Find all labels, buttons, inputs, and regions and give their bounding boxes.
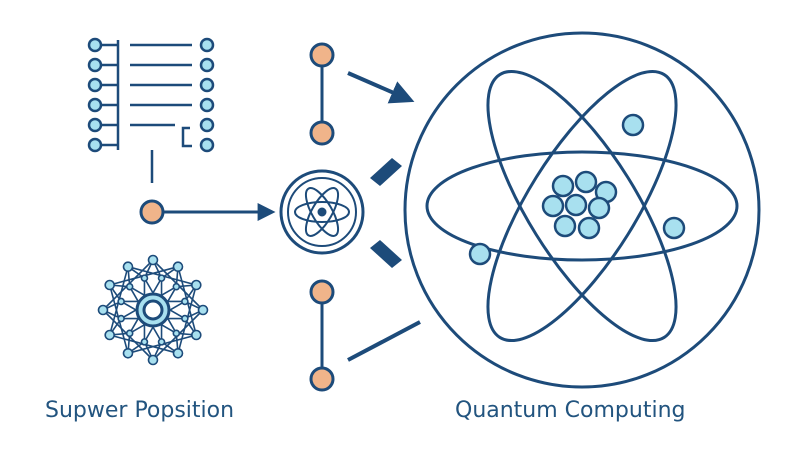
mandala-node [122, 261, 134, 272]
mandala-node [191, 279, 202, 291]
mandala-node [97, 304, 109, 316]
mandala-node [181, 297, 189, 306]
mandala-node [147, 354, 159, 366]
label-superposition: Supwer Popsition [45, 398, 235, 423]
mandala-node [140, 274, 149, 282]
label-quantum-computing: Quantum Computing [455, 398, 686, 423]
mandala-node [172, 261, 184, 272]
qubit-node-left [139, 199, 276, 225]
mandala-core-inner [142, 299, 164, 321]
mandala-node [104, 279, 115, 291]
mandala-node [117, 297, 125, 306]
mandala-node [172, 282, 181, 291]
mandala-node [117, 314, 125, 323]
arrow-icon [347, 71, 421, 362]
mandala-node [125, 282, 134, 291]
small-atom-icon [279, 169, 365, 255]
mandala-node [125, 329, 134, 338]
mandala-node [197, 304, 209, 316]
large-atom-icon [403, 31, 761, 389]
mandala-node [172, 329, 181, 338]
circuit-list-icon [87, 37, 215, 183]
mandala-node [157, 274, 166, 282]
qubit-node-bottom [309, 279, 335, 392]
mandala-node [181, 314, 189, 323]
qubit-node-top [309, 42, 335, 146]
mandala-node [122, 348, 134, 359]
mandala-node [140, 338, 149, 346]
mandala-node [147, 254, 159, 266]
mandala-node [104, 329, 115, 341]
mandala-node [191, 329, 202, 341]
network-mandala-icon [97, 254, 209, 366]
mandala-node [157, 338, 166, 346]
mandala-node [172, 348, 184, 359]
